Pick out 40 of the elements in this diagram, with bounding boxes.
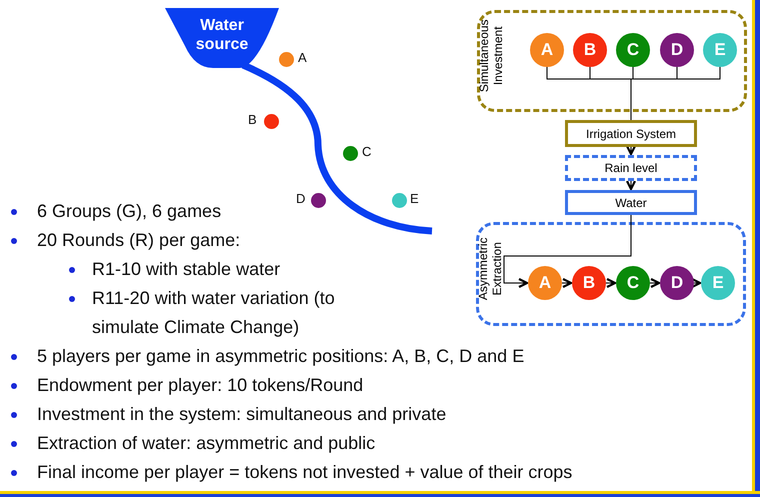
player-circle: E xyxy=(703,33,737,67)
player-circle: A xyxy=(530,33,564,67)
player-circle: D xyxy=(660,33,694,67)
player-letter: B xyxy=(248,112,257,127)
dashed-group xyxy=(477,10,747,112)
player-letter: E xyxy=(410,191,419,206)
connector-line xyxy=(606,278,616,288)
bullet-text: Extraction of water: asymmetric and public xyxy=(37,432,376,455)
player-letter: D xyxy=(296,191,306,206)
dashed-group xyxy=(476,222,746,326)
player-circle: B xyxy=(573,33,607,67)
process-box: Irrigation System xyxy=(565,120,697,147)
player-circle: A xyxy=(528,266,562,300)
bullet-text: Final income per player = tokens not invested + value of their crops xyxy=(37,461,572,484)
player-circle: C xyxy=(616,33,650,67)
bullet-text: Investment in the system: simultaneous and private xyxy=(37,403,446,426)
player-circle: C xyxy=(616,266,650,300)
water-source-basin xyxy=(165,8,279,68)
connector-line xyxy=(650,278,660,288)
basin-label: Water source xyxy=(194,16,250,55)
bullet-text: R11-20 with water variation (to simulate Climate Change) xyxy=(92,287,336,339)
player-circle: E xyxy=(701,266,735,300)
connector-line xyxy=(626,180,636,190)
group-title: Simultaneous Investment xyxy=(478,18,506,94)
connector-line xyxy=(626,144,636,156)
process-box: Rain level xyxy=(565,155,697,181)
player-circle: B xyxy=(572,266,606,300)
player-letter: A xyxy=(298,50,307,65)
connector-line xyxy=(504,214,632,288)
process-box: Water xyxy=(565,190,697,215)
bullet-text: Endowment per player: 10 tokens/Round xyxy=(37,374,364,397)
player-letter: C xyxy=(362,144,372,159)
group-title: Asymmetric Extraction xyxy=(477,236,505,302)
bullet-text: 5 players per game in asymmetric positions: A, B, C, D and E xyxy=(37,345,524,368)
connector-line xyxy=(562,278,572,288)
bullet-text: 6 Groups (G), 6 games xyxy=(37,200,222,223)
connector-line xyxy=(630,66,720,120)
bullet-text: R1-10 with stable water xyxy=(92,258,280,281)
bullet-text: 20 Rounds (R) per game: xyxy=(37,229,240,252)
player-circle: D xyxy=(660,266,694,300)
